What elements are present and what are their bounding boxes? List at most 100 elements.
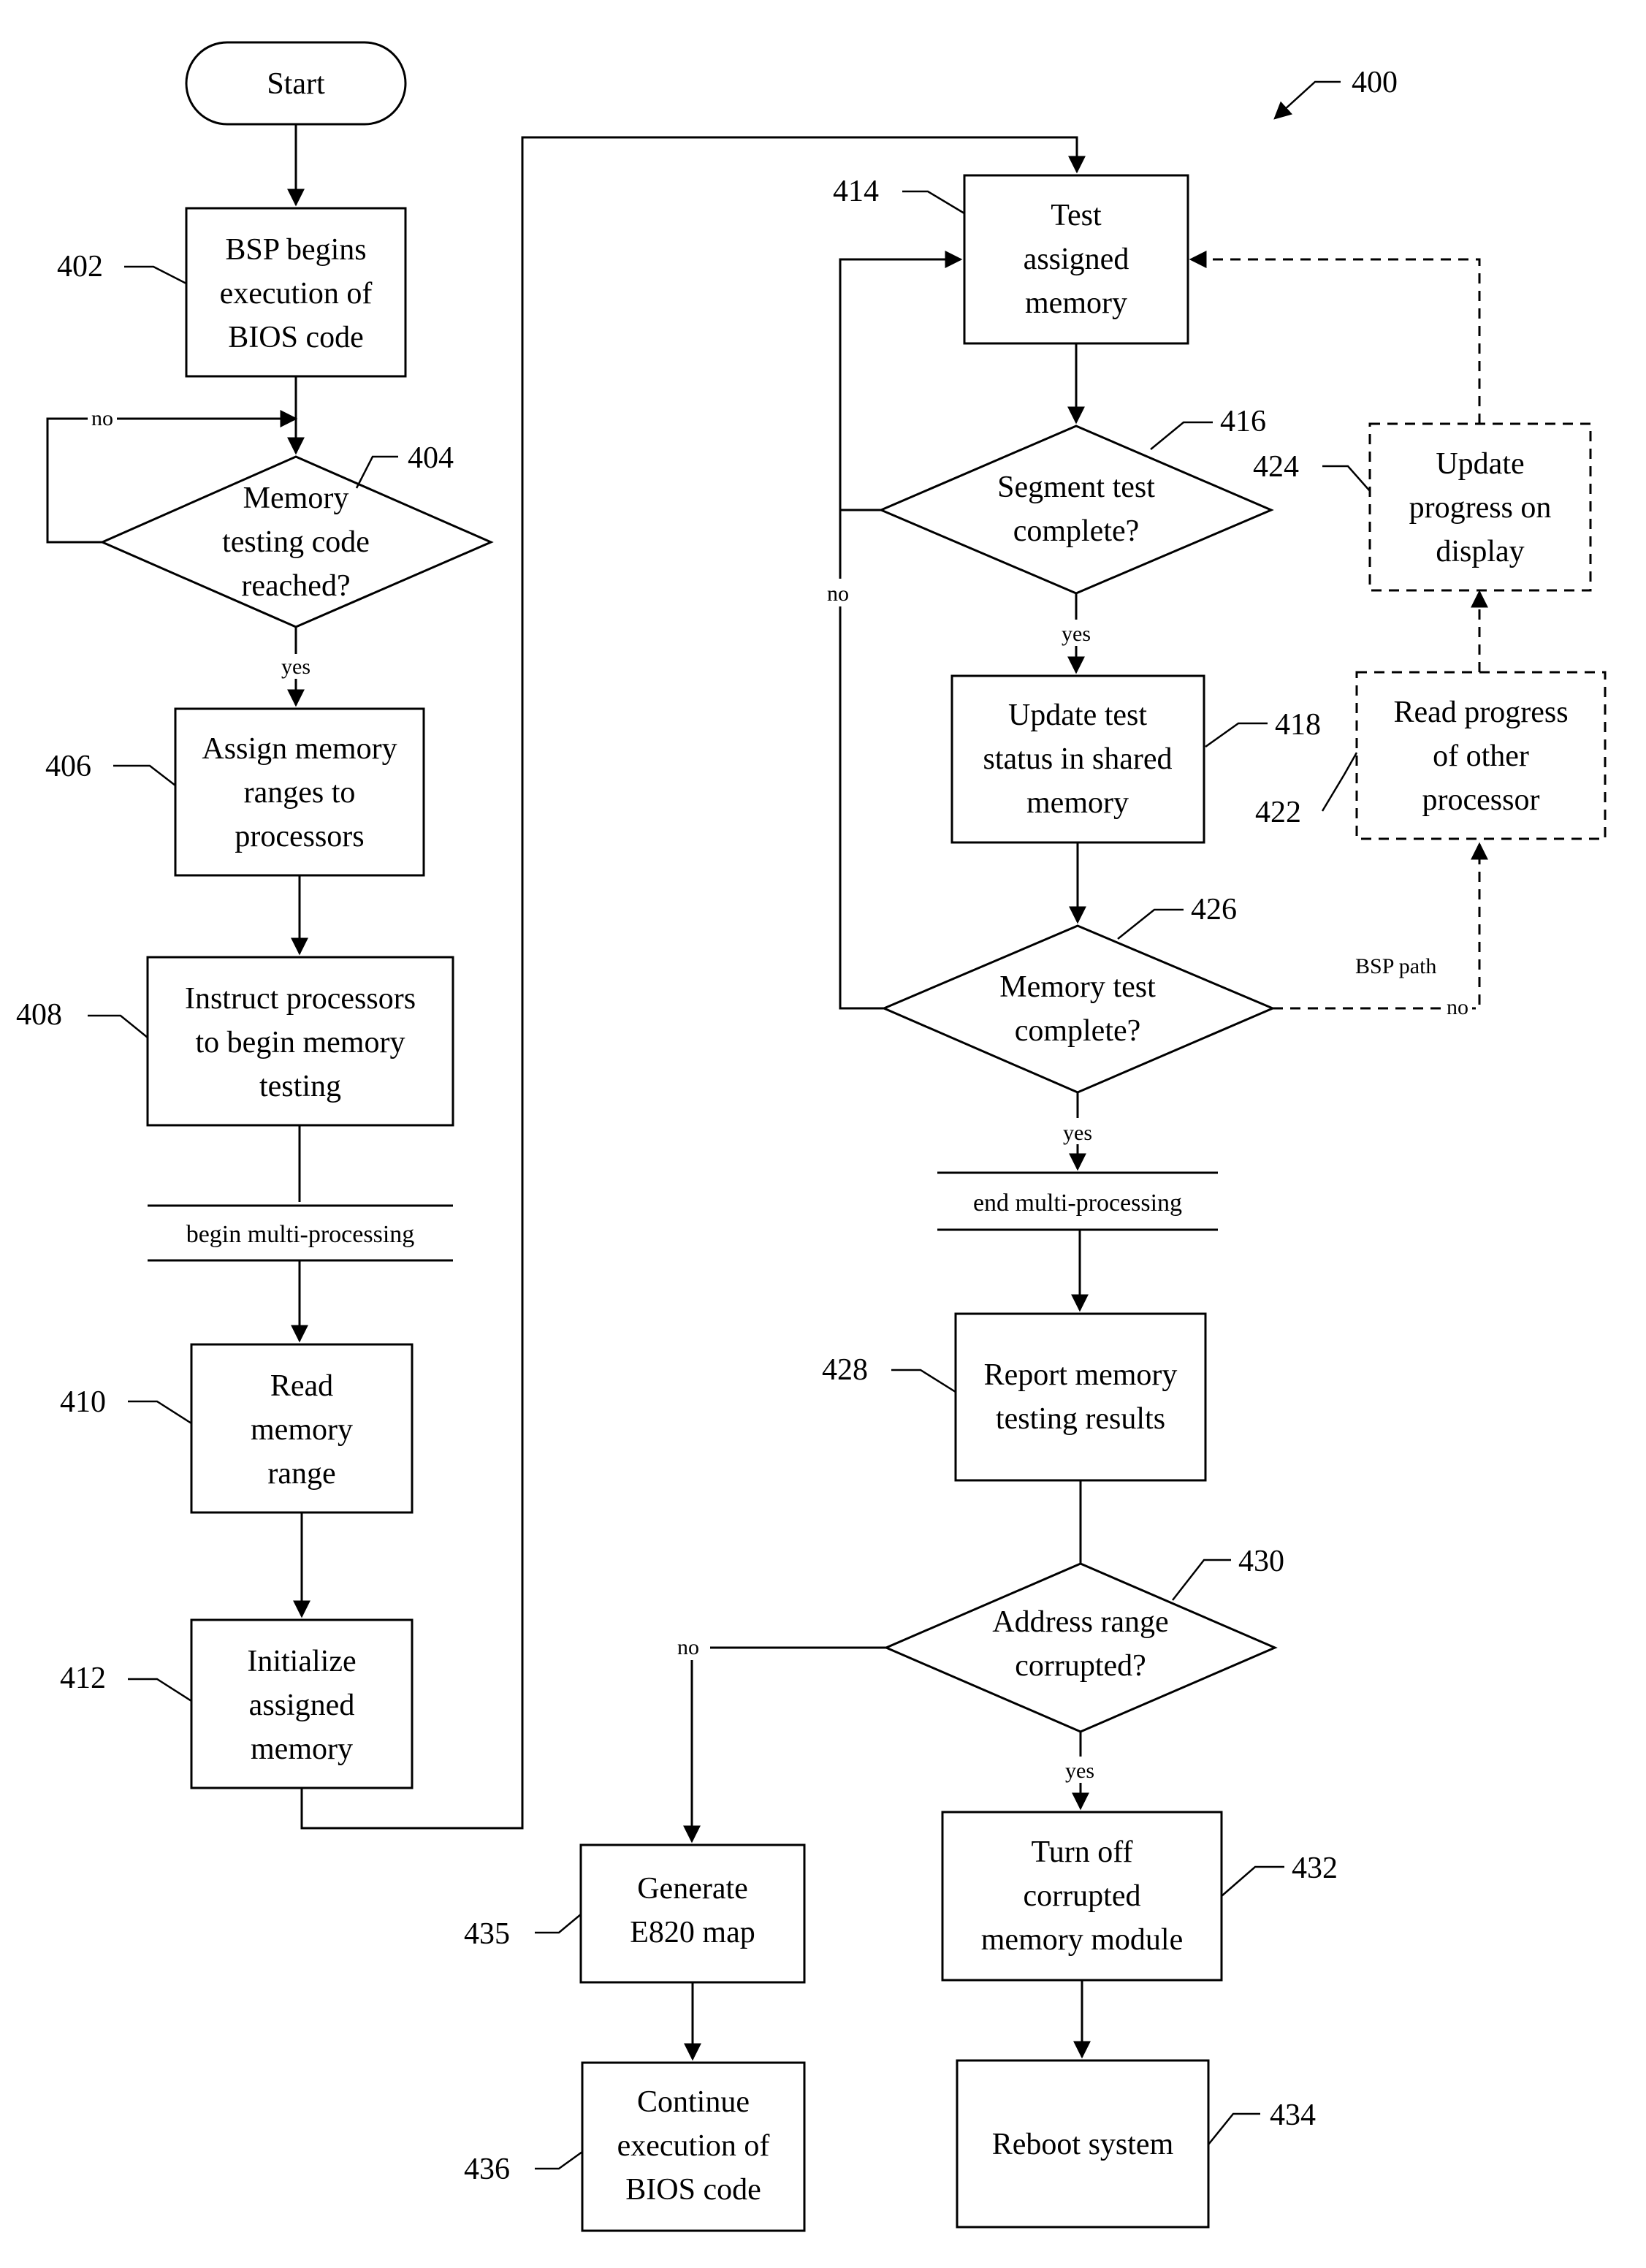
step-412-box: Initialize assigned memory <box>190 1618 414 1789</box>
step-402-box: BSP begins execution of BIOS code <box>185 207 407 378</box>
edge-412-414 <box>300 136 1086 1830</box>
step-412-line-1: Initialize <box>247 1645 356 1678</box>
ref-418: 418 <box>1275 708 1321 742</box>
decision-416-shape <box>878 425 1274 595</box>
step-428-shape <box>954 1312 1207 1482</box>
step-422-box: Read progress of other processor <box>1355 671 1607 840</box>
decision-404-line-2: testing code <box>222 525 370 559</box>
edge-424-414 <box>1189 251 1481 424</box>
step-436-line-1: Continue <box>637 2085 750 2119</box>
ref-422: 422 <box>1255 796 1301 829</box>
ref-436: 436 <box>464 2153 510 2186</box>
step-406-box: Assign memory ranges to processors <box>174 707 425 877</box>
step-412-line-3: memory <box>251 1732 353 1766</box>
label-bg-yes-416 <box>1059 620 1096 646</box>
label-bg-no-416 <box>822 579 858 606</box>
ref-424-leader <box>1322 465 1371 492</box>
decision-430-line-1: Address range <box>992 1605 1168 1639</box>
step-408-line-1: Instruct processors <box>185 982 416 1016</box>
decision-416-line-2: complete? <box>1013 514 1140 548</box>
step-424-line-1: Update <box>1436 447 1524 481</box>
label-yes-430: yes <box>1065 1759 1094 1783</box>
ref-414-leader <box>902 190 965 215</box>
step-408-line-2: to begin memory <box>196 1026 405 1059</box>
step-408-line-3: testing <box>259 1070 341 1103</box>
step-422-line-3: processor <box>1422 783 1540 817</box>
step-410-box: Read memory range <box>190 1343 414 1514</box>
step-408-box: Instruct processors to begin memory test… <box>146 956 454 1127</box>
step-406-line-3: processors <box>235 820 364 853</box>
edge-426-no-loop <box>839 251 963 1010</box>
step-414-line-1: Test <box>1051 199 1102 232</box>
edge-404-no-loop <box>46 410 298 544</box>
ref-406-leader <box>113 764 176 786</box>
decision-404-line-3: reached? <box>241 569 350 603</box>
end-multiprocessing-band: end multi-processing <box>937 1171 1218 1231</box>
step-428-box: Report memory testing results <box>954 1312 1207 1482</box>
step-414-box: Test assigned memory <box>963 174 1189 345</box>
label-no-426: no <box>1447 995 1468 1019</box>
ref-434-leader <box>1208 2112 1260 2145</box>
label-yes-416: yes <box>1062 622 1091 646</box>
ref-424: 424 <box>1253 450 1299 484</box>
ref-404: 404 <box>408 441 454 475</box>
ref-416-leader <box>1150 421 1213 450</box>
ref-422-leader <box>1321 752 1358 812</box>
step-435-line-2: E820 map <box>630 1916 755 1949</box>
ref-412-leader <box>128 1678 192 1702</box>
label-yes-404: yes <box>281 655 310 679</box>
ref-418-leader <box>1205 722 1268 748</box>
decision-404: Memory testing code reached? <box>99 455 494 628</box>
ref-406: 406 <box>45 750 91 783</box>
step-435-line-1: Generate <box>637 1872 748 1906</box>
step-422-line-2: of other <box>1433 739 1529 773</box>
ref-430: 430 <box>1238 1545 1284 1578</box>
band-begin-label: begin multi-processing <box>186 1221 415 1248</box>
step-422-shape <box>1355 671 1607 840</box>
label-no-430: no <box>677 1635 699 1659</box>
ref-432-leader <box>1221 1865 1284 1897</box>
step-424-line-3: display <box>1436 535 1524 568</box>
ref-435-leader <box>535 1914 582 1934</box>
step-436-box: Continue execution of BIOS code <box>581 2061 806 2232</box>
edge-430-no <box>683 1646 886 1843</box>
step-428-line-1: Report memory <box>984 1358 1178 1392</box>
step-414-line-2: assigned <box>1024 243 1129 276</box>
decision-426: Memory test complete? <box>881 924 1276 1094</box>
step-410-line-1: Read <box>270 1369 333 1403</box>
ref-408: 408 <box>16 998 62 1032</box>
ref-428: 428 <box>822 1353 868 1387</box>
step-432-line-1: Turn off <box>1032 1835 1133 1869</box>
figure-number: 400 <box>1273 66 1398 120</box>
step-432-line-3: memory module <box>981 1923 1183 1957</box>
decision-416-line-1: Segment test <box>997 471 1155 504</box>
start-terminal: Start <box>185 41 407 126</box>
step-418-line-1: Update test <box>1008 699 1147 732</box>
label-bg-yes-430 <box>1063 1757 1100 1783</box>
label-bg-no-426 <box>1443 995 1472 1020</box>
step-410-line-2: memory <box>251 1413 353 1447</box>
ref-432: 432 <box>1292 1852 1338 1885</box>
step-432-line-2: corrupted <box>1024 1879 1141 1913</box>
figure-number-label: 400 <box>1352 66 1398 99</box>
label-bg-yes-404 <box>279 654 316 679</box>
step-434-box: Reboot system <box>956 2059 1210 2229</box>
ref-435: 435 <box>464 1917 510 1951</box>
step-436-line-2: execution of <box>617 2129 770 2163</box>
ref-412: 412 <box>60 1662 106 1695</box>
ref-410-leader <box>128 1400 192 1425</box>
step-402-line-3: BIOS code <box>228 321 363 354</box>
step-402-line-2: execution of <box>220 277 373 311</box>
decision-426-shape <box>881 924 1276 1094</box>
step-436-line-3: BIOS code <box>625 2173 761 2207</box>
ref-426: 426 <box>1191 893 1237 926</box>
step-434-line-1: Reboot system <box>992 2128 1174 2161</box>
decision-430-shape <box>883 1562 1278 1733</box>
label-bg-yes-426 <box>1061 1118 1097 1144</box>
ref-404-leader <box>355 455 398 489</box>
ref-434: 434 <box>1270 2098 1316 2132</box>
step-406-line-2: ranges to <box>244 776 356 810</box>
step-424-line-2: progress on <box>1409 491 1552 525</box>
step-406-line-1: Assign memory <box>202 732 397 766</box>
label-bsp-path: BSP path <box>1355 954 1436 978</box>
